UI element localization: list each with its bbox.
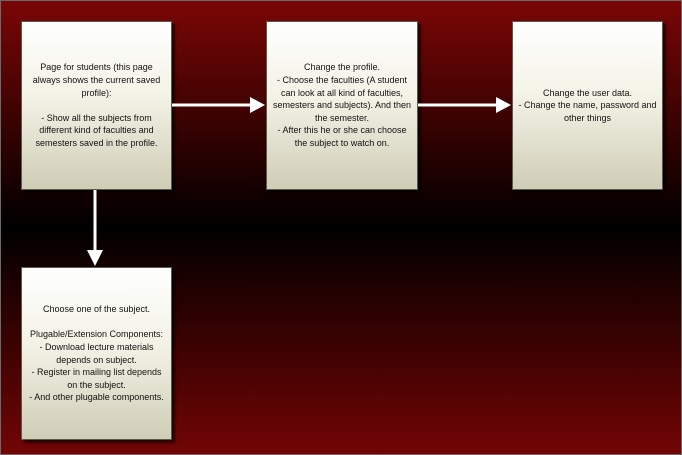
arrow-profile-to-change-profile-shaft [172, 103, 252, 107]
arrow-change-profile-to-user-data-shaft [418, 103, 498, 107]
change-profile-box: Change the profile. - Choose the faculti… [266, 21, 418, 190]
arrow-profile-to-subject-head [87, 250, 103, 266]
choose-subject-text: Choose one of the subject. Plugable/Exte… [29, 304, 164, 403]
change-profile-text: Change the profile. - Choose the faculti… [272, 62, 412, 148]
change-user-data-box: Change the user data. - Change the name,… [512, 21, 663, 190]
arrow-profile-to-change-profile-head [250, 97, 265, 113]
choose-subject-box: Choose one of the subject. Plugable/Exte… [21, 267, 172, 440]
student-profile-page-text: Page for students (this page always show… [32, 62, 161, 148]
arrow-profile-to-subject-shaft [93, 190, 97, 252]
change-user-data-text: Change the user data. - Change the name,… [518, 87, 657, 123]
student-profile-page-box: Page for students (this page always show… [21, 21, 172, 190]
arrow-change-profile-to-user-data-head [496, 97, 511, 113]
